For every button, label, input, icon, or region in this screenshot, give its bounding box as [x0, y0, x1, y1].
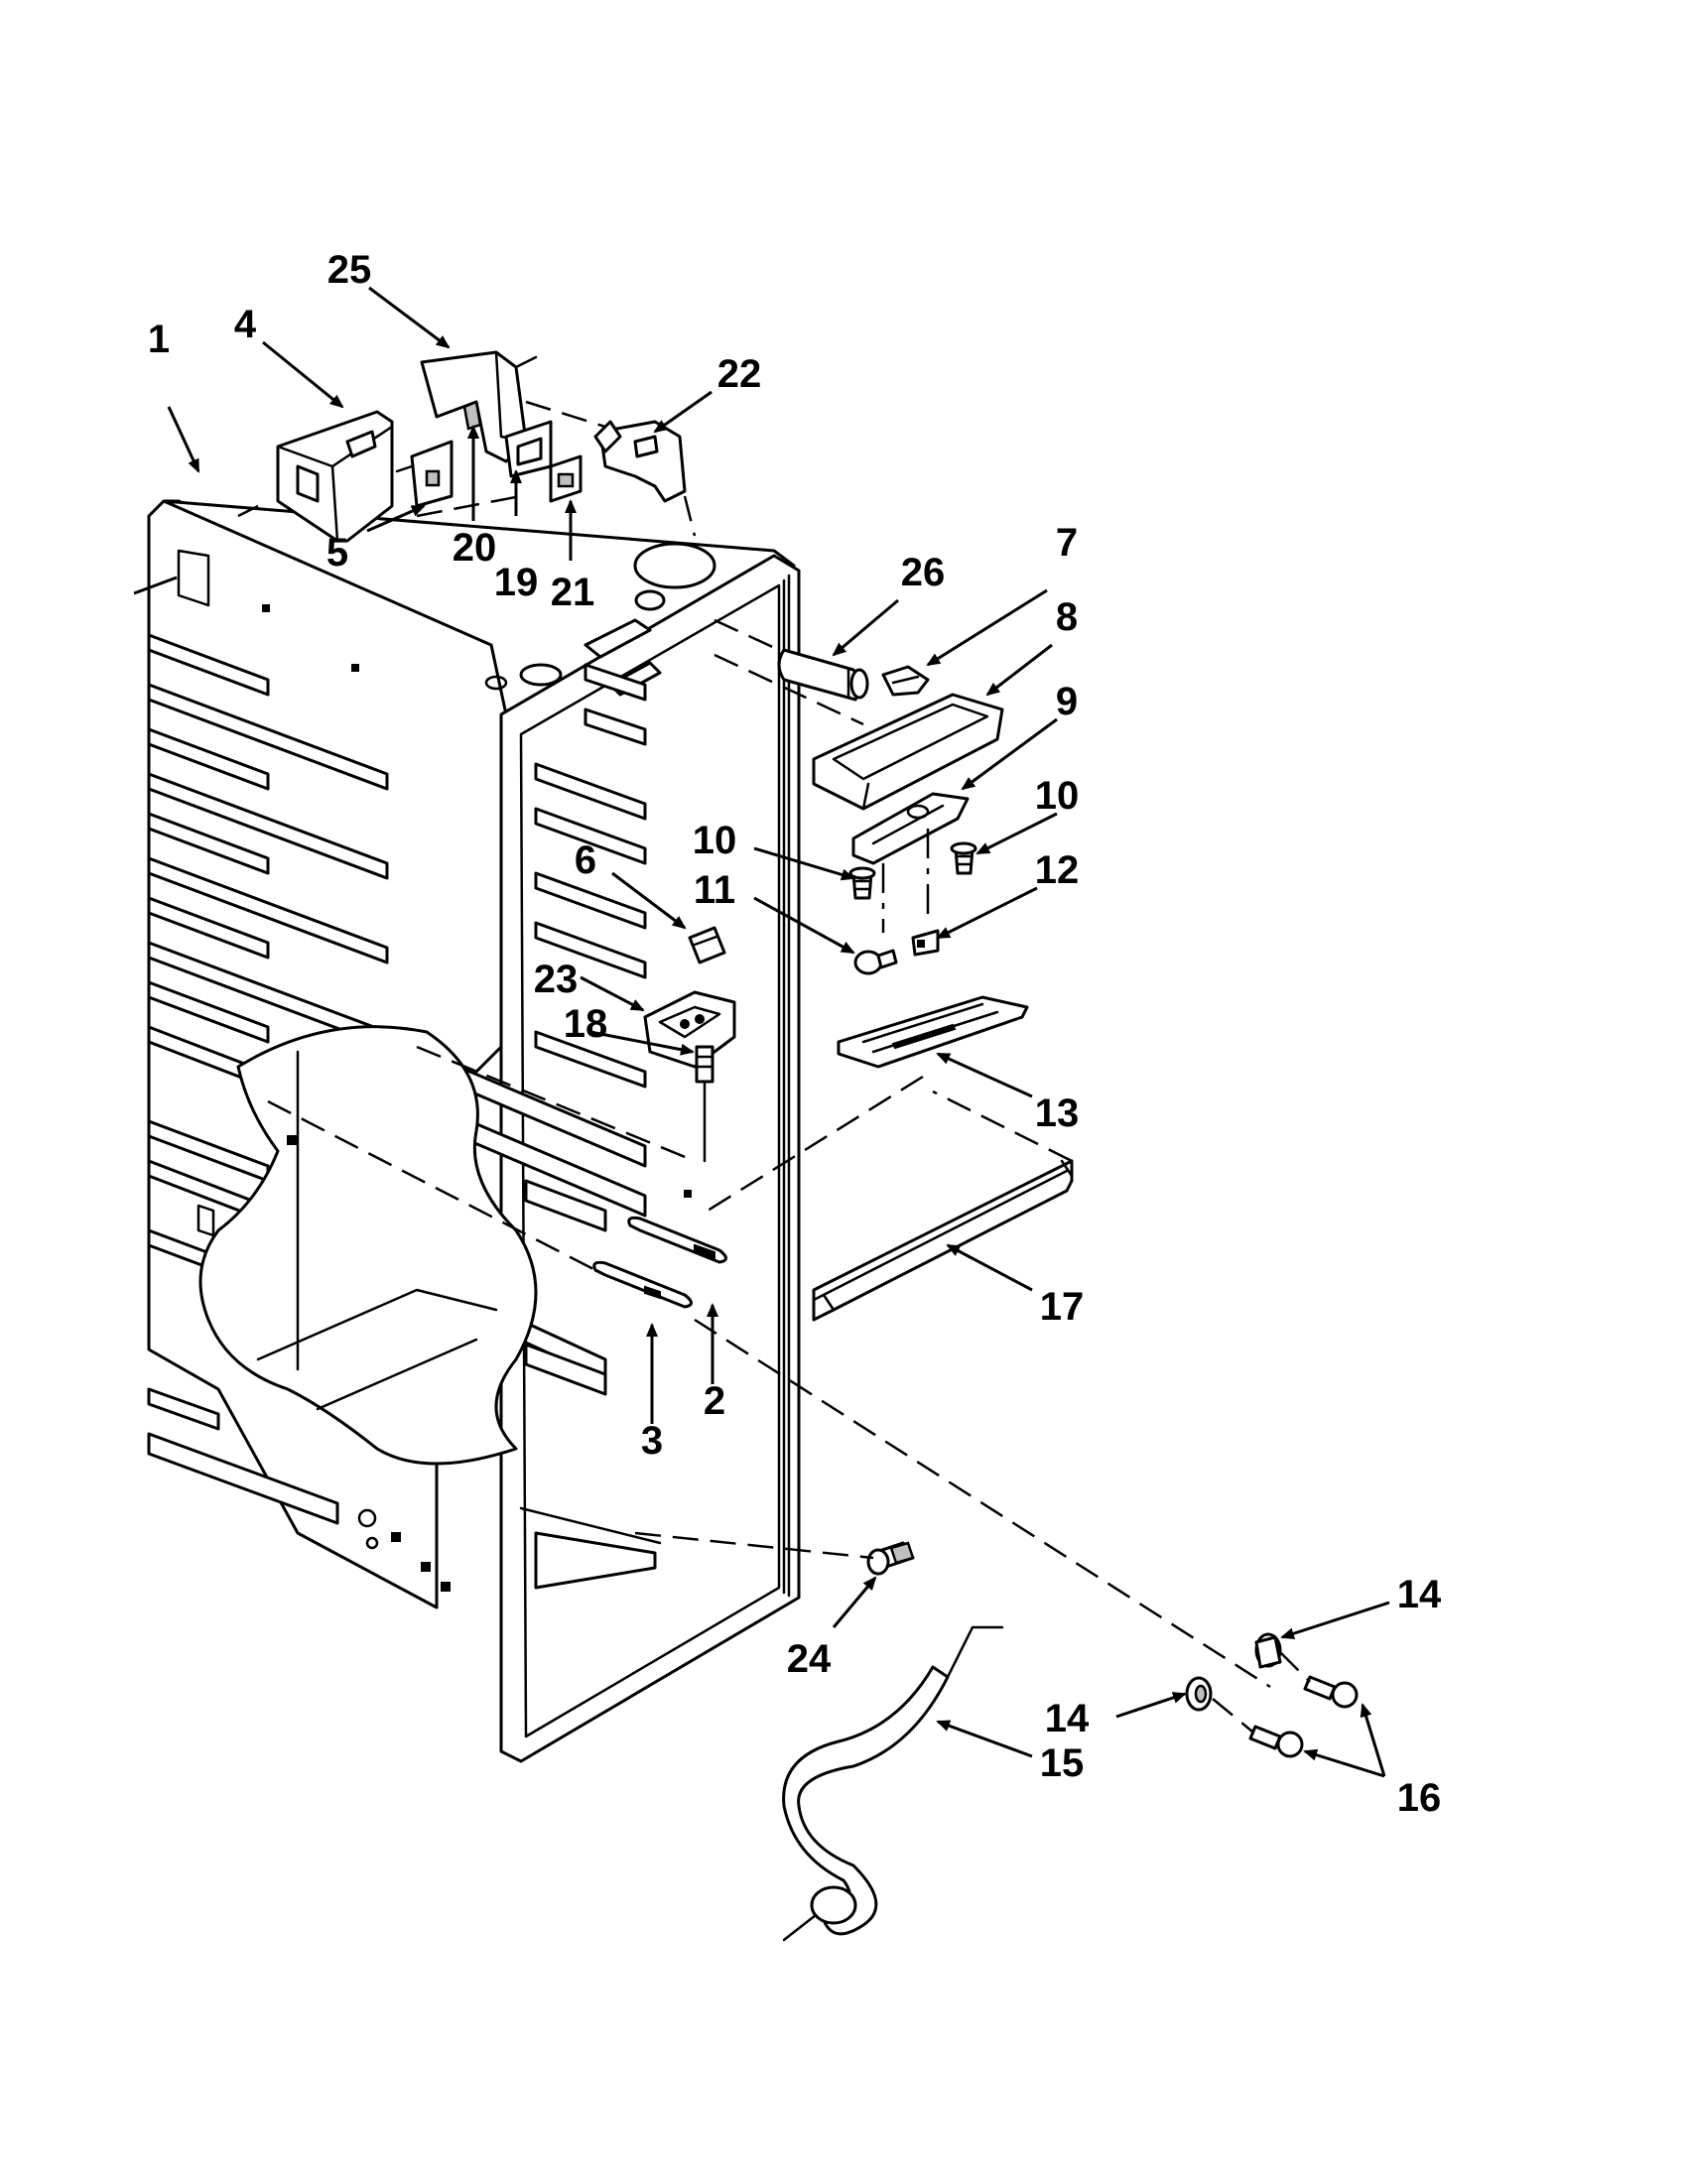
callout-15: 15 — [1040, 1741, 1085, 1785]
part-20-foam-block — [462, 400, 482, 431]
callout-17: 17 — [1040, 1285, 1085, 1329]
callout-2: 2 — [704, 1379, 725, 1423]
callout-18: 18 — [564, 1002, 608, 1046]
callout-7: 7 — [1056, 521, 1078, 565]
callout-16: 16 — [1397, 1776, 1442, 1820]
part-18-thermistor — [695, 1045, 714, 1163]
callout-labels: 1 2 3 4 5 6 7 8 9 10 10 11 12 13 14 14 1… — [148, 248, 1442, 1820]
callout-19: 19 — [494, 561, 539, 604]
cabinet-liner — [147, 499, 801, 1763]
callout-22: 22 — [717, 352, 762, 396]
part-14-grommet-b — [1185, 1676, 1213, 1712]
part-5-damper — [395, 440, 454, 508]
part-11-light-bulb — [853, 949, 898, 975]
part-26-water-filter — [714, 618, 869, 702]
callout-10a: 10 — [693, 819, 737, 862]
part-21-label — [549, 454, 583, 503]
callout-9: 9 — [1056, 680, 1078, 723]
part-19-damper-control — [504, 420, 553, 478]
callout-13: 13 — [1035, 1092, 1080, 1135]
part-16-screw-a — [1303, 1675, 1359, 1709]
callout-26: 26 — [901, 551, 946, 594]
callout-3: 3 — [641, 1419, 663, 1463]
part-9-light-shield — [851, 792, 970, 865]
part-8-filter-housing — [812, 693, 1004, 811]
callout-11: 11 — [694, 868, 735, 912]
callout-6: 6 — [575, 838, 596, 882]
part-15-water-tube — [782, 1625, 1004, 1942]
part-16-screw-b — [1248, 1725, 1304, 1758]
part-10-screw-a — [848, 866, 876, 900]
part-17-panel — [699, 1075, 1074, 1322]
callout-21: 21 — [551, 571, 595, 614]
callout-25: 25 — [327, 248, 372, 292]
callout-5: 5 — [326, 531, 348, 575]
part-24-fitting — [866, 1541, 915, 1576]
callout-8: 8 — [1056, 595, 1078, 639]
callout-14b: 14 — [1045, 1697, 1090, 1740]
part-6-bracket — [688, 926, 726, 964]
callout-1: 1 — [148, 318, 170, 361]
part-13-light-cover — [837, 995, 1029, 1069]
part-14-grommet-a — [1254, 1632, 1282, 1669]
part-7-clip — [881, 665, 930, 697]
part-4-housing — [276, 410, 394, 543]
part-12-light-socket — [911, 929, 940, 957]
callout-20: 20 — [453, 526, 497, 570]
callout-14a: 14 — [1397, 1573, 1442, 1616]
part-2-strip — [627, 1216, 727, 1264]
callout-24: 24 — [787, 1637, 832, 1681]
callout-4: 4 — [234, 303, 257, 346]
callout-10b: 10 — [1035, 774, 1080, 818]
callout-12: 12 — [1035, 848, 1080, 892]
leader-lines — [133, 286, 1390, 1778]
part-10-screw-b — [950, 841, 977, 875]
part-22-damper-motor — [593, 420, 687, 503]
part-3-strip — [592, 1260, 693, 1309]
callout-23: 23 — [534, 958, 579, 1001]
